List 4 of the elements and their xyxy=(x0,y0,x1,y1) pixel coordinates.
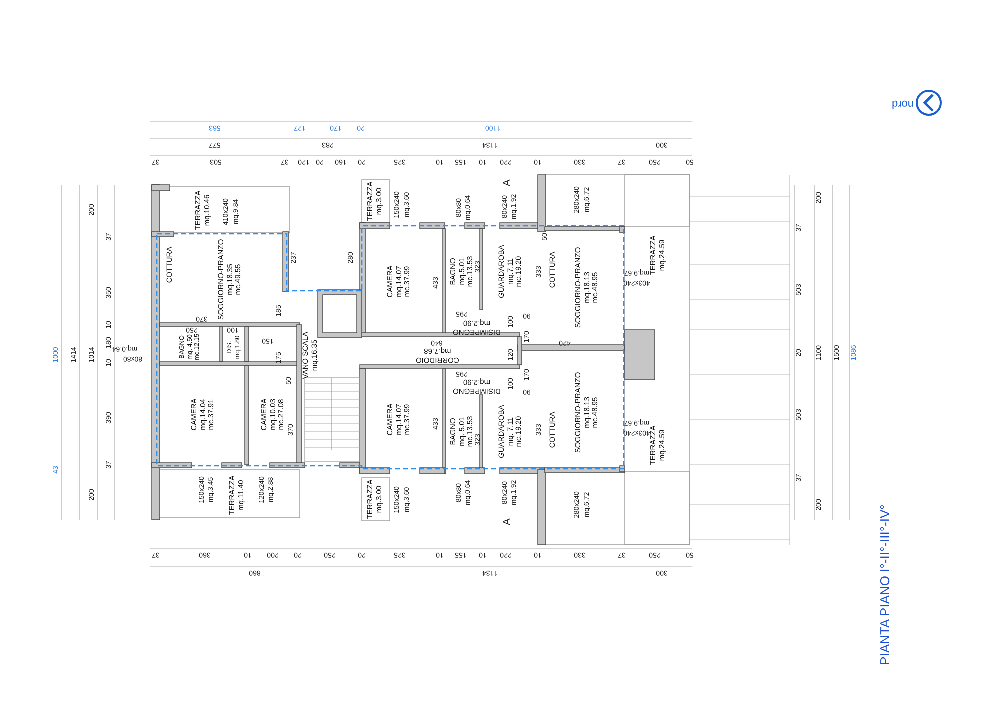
drawing-title: PIANTA PIANO I°-II°-III°-IV° xyxy=(878,504,892,666)
north-label: nord xyxy=(892,100,914,108)
section-mark: A xyxy=(504,180,512,186)
section-mark: A xyxy=(504,518,512,526)
